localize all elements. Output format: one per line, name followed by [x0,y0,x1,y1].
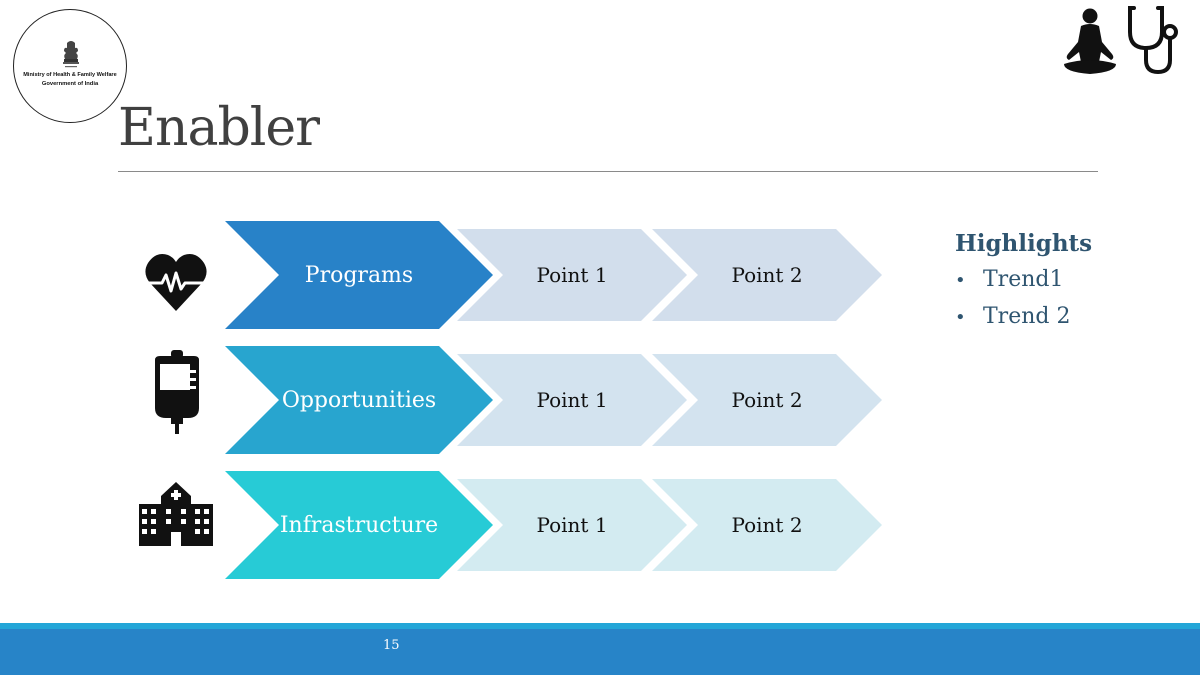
row-label-infrastructure: Infrastructure [279,512,439,538]
opportunities-point-1: Point 1 [536,388,608,412]
opportunities-point-2: Point 2 [731,388,803,412]
chevron-programs: Programs [225,221,493,329]
hospital-icon [139,482,213,546]
highlights-panel: Highlights • Trend1 • Trend 2 [955,230,1092,341]
top-icons [1064,6,1178,75]
row-label-programs: Programs [304,262,414,288]
stethoscope-icon [1128,6,1178,75]
infrastructure-point-1: Point 1 [536,513,608,537]
page-number: 15 [383,638,400,653]
chevron-infrastructure-point-1: Point 1 [457,479,687,571]
slide-title: Enabler [118,98,320,158]
row-label-opportunities: Opportunities [281,387,437,413]
programs-point-1: Point 1 [536,263,608,287]
highlight-item: • Trend 2 [955,304,1092,329]
highlight-text: Trend 2 [983,304,1071,329]
chevron-opportunities-point-2: Point 2 [652,354,882,446]
highlight-text: Trend1 [983,267,1064,292]
title-divider [118,171,1098,172]
government-name: Government of India [41,81,99,87]
chevron-opportunities: Opportunities [225,346,493,454]
iv-bag-icon [155,350,199,434]
chevron-programs-point-1: Point 1 [457,229,687,321]
chevron-programs-point-2: Point 2 [652,229,882,321]
chevron-infrastructure: Infrastructure [225,471,493,579]
heart-pulse-icon [145,254,207,311]
state-emblem-icon [63,41,79,68]
highlight-item: • Trend1 [955,267,1092,292]
chevron-infrastructure-point-2: Point 2 [652,479,882,571]
bullet-icon: • [955,307,966,328]
ministry-logo: Ministry of Health & Family Welfare Gove… [13,9,127,123]
footer-stripe [0,623,1200,629]
infrastructure-point-2: Point 2 [731,513,803,537]
chevron-opportunities-point-1: Point 1 [457,354,687,446]
programs-point-2: Point 2 [731,263,803,287]
bullet-icon: • [955,270,966,291]
highlights-title: Highlights [955,230,1093,257]
footer-bar [0,623,1200,675]
meditation-icon [1064,8,1116,74]
ministry-name: Ministry of Health & Family Welfare [23,72,117,78]
